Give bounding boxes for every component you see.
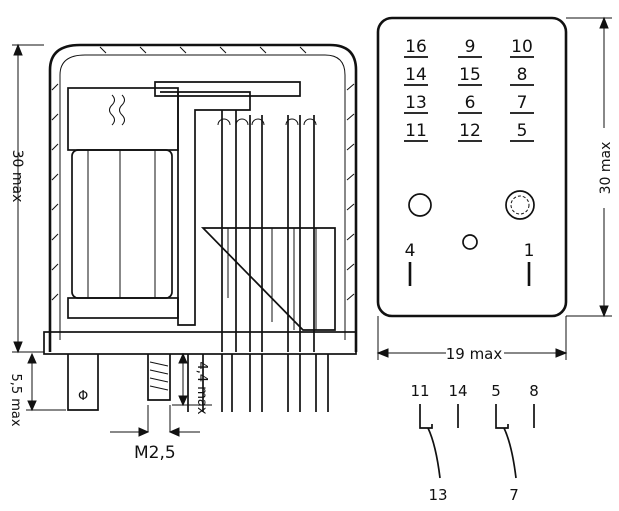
pin-length-dimension-label: 5,5 max (8, 373, 23, 426)
top-width-dimension-mask (446, 343, 504, 363)
contact-13: 13 (405, 93, 427, 113)
contact-7: 7 (517, 93, 528, 113)
contact-9: 9 (465, 37, 476, 57)
coil-flange-bottom (67, 297, 179, 319)
height-dimension (12, 43, 44, 354)
schematic-label-7: 7 (509, 486, 519, 504)
top-view: 16 9 10 14 15 8 13 6 7 11 12 5 4 1 (376, 16, 614, 363)
height-dimension-label: 30 max (9, 150, 25, 203)
pin-length-dimension (26, 352, 66, 412)
contact-schematic: 11 14 5 8 13 7 (410, 382, 538, 504)
top-height-dimension-label: 30 max (598, 142, 614, 195)
mounting-hole-left (408, 193, 432, 217)
contact-10: 10 (511, 37, 533, 57)
ground-symbol: Φ (78, 389, 88, 404)
schematic-label-5: 5 (491, 382, 501, 400)
top-view-outline (376, 16, 568, 318)
contact-12: 12 (459, 121, 481, 141)
side-view: Φ 30 max 5,5 max 4,4 max M2 (8, 43, 358, 463)
ground-tab (67, 354, 99, 411)
coil-core (71, 149, 173, 299)
contact-11: 11 (405, 121, 427, 141)
contact-springs (221, 110, 315, 352)
coil-pin-4: 4 (405, 241, 416, 261)
housing-outline (48, 43, 358, 352)
spring (109, 94, 125, 126)
armature-arm (154, 81, 301, 97)
contact-grid-rules (404, 56, 534, 142)
contact-8: 8 (517, 65, 528, 85)
schematic-label-13: 13 (428, 486, 447, 504)
contact-grid: 16 9 10 14 15 8 13 6 7 11 12 5 (405, 37, 533, 141)
insulation-wedge (200, 227, 336, 331)
contact-14: 14 (405, 65, 427, 85)
schematic-label-8: 8 (529, 382, 539, 400)
schematic-label-11: 11 (410, 382, 429, 400)
pin-gap-dimension-label: 4,4 max (194, 361, 209, 414)
pin-gap-dimension (172, 352, 212, 407)
coil-winding (87, 150, 156, 298)
contact-16: 16 (405, 37, 427, 57)
coil-flange-top (67, 87, 179, 151)
mounting-stud (147, 354, 171, 401)
top-width-dimension-label: 19 max (446, 345, 503, 363)
housing-inner-wall (59, 54, 346, 340)
base-plate (43, 331, 357, 355)
top-height-dimension-mask (597, 128, 613, 208)
contact-caps (217, 118, 317, 126)
contact-6: 6 (465, 93, 476, 113)
insulation-ridges (227, 228, 317, 330)
contact-15: 15 (459, 65, 481, 85)
mounting-hole-center (462, 234, 478, 250)
stud-thread (149, 361, 169, 391)
coil-pin-marks (408, 262, 531, 286)
thread-leader (110, 405, 200, 437)
schematic-label-14: 14 (448, 382, 467, 400)
terminal-pins (187, 354, 329, 412)
thread-label: M2,5 (134, 443, 176, 463)
armature-yoke (160, 91, 251, 326)
contact-5: 5 (517, 121, 528, 141)
mounting-hole-right-inner (510, 195, 530, 215)
schematic-lines (419, 404, 535, 479)
housing-hatch (51, 46, 355, 301)
mounting-hole-right (505, 190, 535, 220)
coil-pin-1: 1 (524, 241, 535, 261)
